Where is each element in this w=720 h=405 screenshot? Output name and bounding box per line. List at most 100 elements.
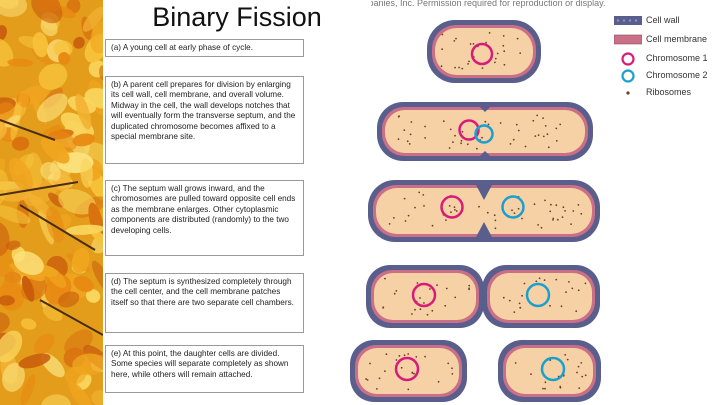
ribosome-dot — [550, 203, 552, 206]
leaf-shape — [0, 221, 10, 257]
septum-notch-bottom — [480, 151, 490, 156]
ribosome-dot — [445, 287, 448, 290]
ribosome-dot — [461, 67, 464, 70]
ribosome-dot — [441, 48, 443, 51]
legend-cell-membrane: Cell membrane — [614, 33, 720, 47]
ribosome-dot — [476, 147, 478, 150]
ribosome-dot — [584, 282, 587, 285]
step-b-text: (b) A parent cell prepares for division … — [111, 80, 296, 142]
step-e-text: (e) At this point, the daughter cells ar… — [111, 349, 289, 379]
legend-label: Chromosome 1 — [646, 53, 708, 63]
branch — [0, 119, 56, 141]
ribosome-dot — [449, 128, 452, 131]
ribosome-dot — [453, 40, 456, 42]
ribosome-dot — [403, 129, 406, 132]
slide-title: Binary Fission — [152, 2, 322, 32]
ribosome-dot — [555, 127, 558, 130]
leaf-shape — [73, 36, 85, 49]
ribosome-dot — [535, 280, 538, 283]
leaf-shape — [58, 52, 71, 65]
ribosome-dot — [518, 302, 521, 305]
ribosome-dot — [513, 311, 516, 313]
ribosome-dot — [416, 282, 419, 284]
leaf-shape — [0, 295, 15, 306]
leaf-shape — [72, 133, 95, 147]
leaf-shape — [18, 91, 29, 108]
ribosome-dot — [564, 353, 567, 356]
ribosome-dot — [512, 138, 515, 141]
ribosome-dot — [450, 211, 452, 214]
ribosome-dot — [448, 205, 451, 207]
ribosome-dot — [393, 292, 396, 295]
ribosome-dot — [561, 216, 564, 219]
ribosome-dot — [494, 219, 497, 222]
leaf-shape — [58, 188, 96, 215]
leaf-shape — [84, 88, 103, 109]
chromosome-1 — [470, 42, 494, 66]
ribosome-dot — [503, 50, 506, 53]
ribosome-dot — [494, 61, 496, 64]
ribosome-dot — [542, 387, 544, 390]
ribosome-dot — [448, 147, 451, 149]
ribosome-dot — [555, 204, 558, 207]
ribosome-dot — [403, 354, 406, 357]
ribosome-dot — [410, 121, 413, 123]
leaf-shape — [20, 374, 36, 405]
ribosome-dot — [544, 125, 547, 127]
ribosome-dot — [517, 129, 520, 132]
ribosome-dot — [376, 388, 378, 390]
ribosome-dot — [488, 32, 491, 34]
ribosome-dot — [365, 378, 367, 380]
ribosome-dot — [552, 219, 554, 221]
ribosome-dot — [437, 380, 440, 383]
ribosome-dot — [419, 297, 421, 299]
ribosome-dot — [502, 296, 505, 299]
ribosome-dot — [560, 305, 563, 308]
leaf-shape — [75, 93, 92, 130]
chromosome-1-ring-icon — [621, 52, 635, 66]
ribosome-dot — [543, 279, 546, 281]
ribosome-dot — [378, 377, 381, 380]
legend-label: Cell wall — [646, 15, 680, 25]
ribosome-dot — [422, 194, 425, 196]
chromosome-1 — [394, 356, 420, 382]
ribosome-dot — [516, 37, 519, 40]
ribosome-dot — [429, 288, 431, 290]
ribosome-dot — [397, 138, 400, 141]
ribosome-dot — [454, 296, 457, 299]
ribosome-dot — [384, 277, 386, 280]
ribosome-dot — [487, 123, 490, 126]
ribosome-dot — [411, 372, 414, 374]
ribosome-dot — [447, 362, 450, 365]
legend-ribosomes: Ribosomes — [614, 86, 720, 100]
ribosome-dot — [406, 140, 409, 143]
ribosome-dot — [431, 224, 434, 227]
step-c-text: (c) The septum wall grows inward, and th… — [111, 184, 296, 235]
ribosome-dot — [436, 284, 438, 286]
ribosome-dot — [423, 302, 425, 304]
leaf-shape — [11, 136, 30, 151]
leaf-shape — [0, 37, 14, 67]
step-a-box: (a) A young cell at early phase of cycle… — [105, 39, 304, 57]
leaf-shape — [48, 192, 64, 208]
leaf-shape — [41, 394, 71, 405]
title-box: Binary Fission — [103, 0, 371, 38]
ribosomes — [440, 32, 522, 70]
leaf-shape — [45, 206, 65, 243]
ribosome-dot — [485, 41, 487, 44]
ribosome-dot — [382, 306, 385, 309]
ribosome-dot — [384, 370, 386, 372]
ribosome-dot — [398, 355, 401, 357]
ribosome-dot — [562, 206, 565, 209]
leaf-shape — [71, 247, 90, 273]
ribosome-dot — [555, 140, 558, 142]
ribosome-dot — [544, 381, 547, 384]
leaf-shape — [99, 65, 103, 81]
leaf-shape — [8, 157, 33, 192]
ribosome-dot — [523, 282, 526, 285]
cell-stage-e — [350, 340, 601, 402]
leaf-shape — [40, 162, 61, 182]
ribosome-dot — [366, 379, 369, 381]
ribosome-dot — [451, 367, 453, 370]
step-b-box: (b) A parent cell prepares for division … — [105, 76, 304, 164]
